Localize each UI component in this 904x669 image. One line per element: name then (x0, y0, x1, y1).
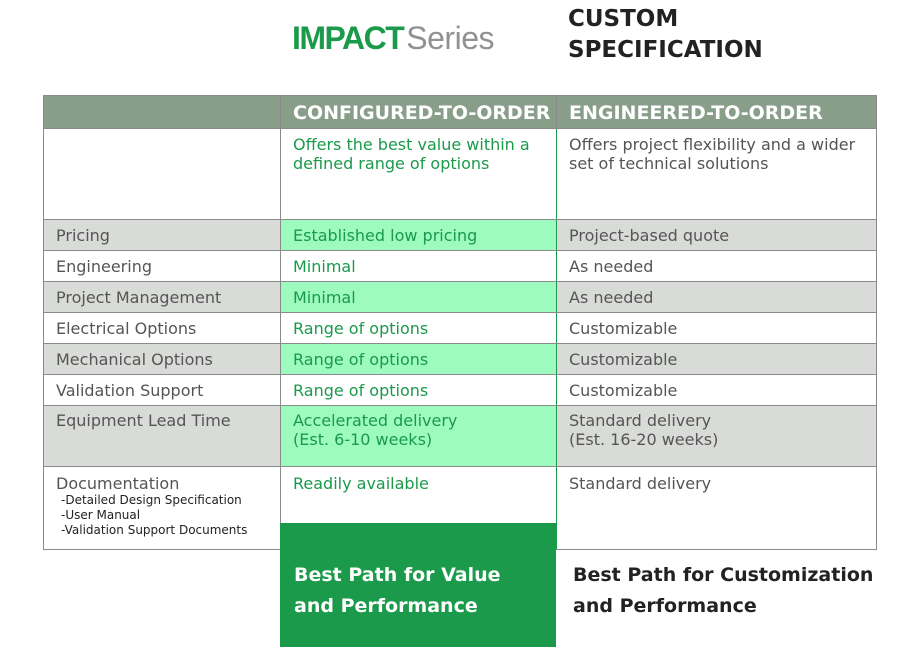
best-path-value-box: Best Path for Value and Performance (280, 523, 556, 647)
row-engineered: Project-based quote (556, 219, 877, 251)
row-configured: Range of options (280, 374, 557, 406)
table-row: Electrical Options Range of options Cust… (43, 312, 877, 344)
row-engineered: As needed (556, 250, 877, 282)
row-engineered: Customizable (556, 312, 877, 344)
header-empty-cell (43, 95, 281, 129)
row-configured: Established low pricing (280, 219, 557, 251)
documentation-sub-item: -Validation Support Documents (61, 523, 248, 537)
row-configured: Minimal (280, 281, 557, 313)
row-label: Validation Support (43, 374, 281, 406)
header-configured-to-order: CONFIGURED-TO-ORDER (280, 95, 557, 129)
header-engineered-to-order: ENGINEERED-TO-ORDER (556, 95, 877, 129)
row-engineered: Customizable (556, 374, 877, 406)
table-header-row: CONFIGURED-TO-ORDER ENGINEERED-TO-ORDER (43, 95, 877, 129)
table-row: Validation Support Range of options Cust… (43, 374, 877, 406)
best-path-customization-box: Best Path for Customization and Performa… (573, 560, 883, 622)
table-row: Project Management Minimal As needed (43, 281, 877, 313)
row-engineered: Customizable (556, 343, 877, 375)
row-engineered: As needed (556, 281, 877, 313)
row-label: Project Management (43, 281, 281, 313)
row-label: Pricing (43, 219, 281, 251)
row-label: Mechanical Options (43, 343, 281, 375)
row-configured: Range of options (280, 312, 557, 344)
row-label: Equipment Lead Time (43, 405, 281, 467)
row-configured: Minimal (280, 250, 557, 282)
intro-row: Offers the best value within a defined r… (43, 128, 877, 220)
table-row: Mechanical Options Range of options Cust… (43, 343, 877, 375)
impact-series-logo: IMPACTSeries (292, 22, 494, 54)
best-path-value-text: Best Path for Value and Performance (294, 564, 501, 617)
documentation-sub-item: -User Manual (61, 508, 141, 522)
row-engineered: Standard delivery (Est. 16-20 weeks) (556, 405, 877, 467)
table-row: Equipment Lead Time Accelerated delivery… (43, 405, 877, 467)
intro-engineered: Offers project flexibility and a wider s… (556, 128, 877, 220)
documentation-label: Documentation (56, 474, 180, 493)
intro-configured: Offers the best value within a defined r… (280, 128, 557, 220)
documentation-engineered: Standard delivery (556, 466, 877, 550)
comparison-table: CONFIGURED-TO-ORDER ENGINEERED-TO-ORDER … (43, 95, 877, 550)
logo-impact-text: IMPACT (292, 20, 405, 56)
row-label: Electrical Options (43, 312, 281, 344)
row-label: Engineering (43, 250, 281, 282)
intro-empty-cell (43, 128, 281, 220)
best-path-customization-text: Best Path for Customization and Performa… (573, 564, 874, 617)
row-configured: Accelerated delivery (Est. 6-10 weeks) (280, 405, 557, 467)
table-row: Engineering Minimal As needed (43, 250, 877, 282)
custom-specification-title: CUSTOM SPECIFICATION (568, 6, 763, 63)
row-configured: Range of options (280, 343, 557, 375)
documentation-row: Documentation -Detailed Design Specifica… (43, 466, 877, 550)
documentation-sub-item: -Detailed Design Specification (61, 493, 242, 507)
documentation-label-cell: Documentation -Detailed Design Specifica… (43, 466, 281, 550)
logo-series-text: Series (406, 20, 494, 56)
table-row: Pricing Established low pricing Project-… (43, 219, 877, 251)
